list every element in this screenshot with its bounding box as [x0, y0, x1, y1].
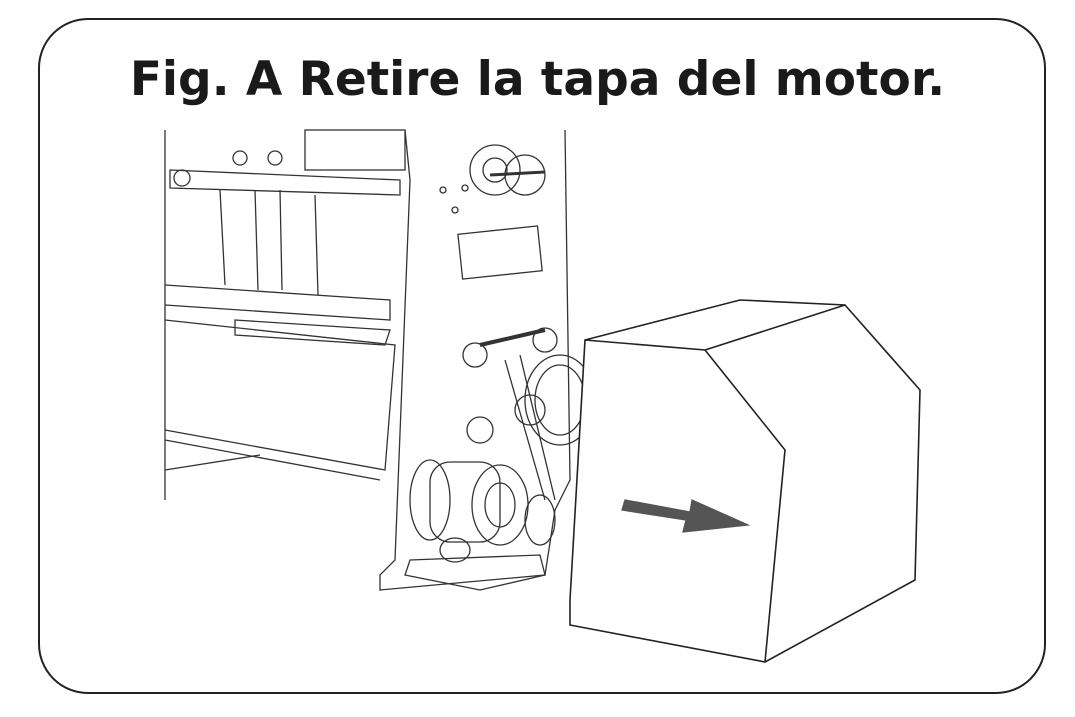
top-gear — [469, 144, 546, 196]
side-panel — [379, 129, 571, 591]
direction-arrow-icon — [621, 499, 751, 533]
figure-title: Fig. A Retire la tapa del motor. — [129, 52, 946, 107]
motor — [404, 459, 556, 591]
belt-pulleys — [462, 327, 596, 501]
figure-frame — [38, 18, 1046, 694]
printer-frame — [164, 129, 406, 500]
motor-cover — [569, 299, 921, 663]
